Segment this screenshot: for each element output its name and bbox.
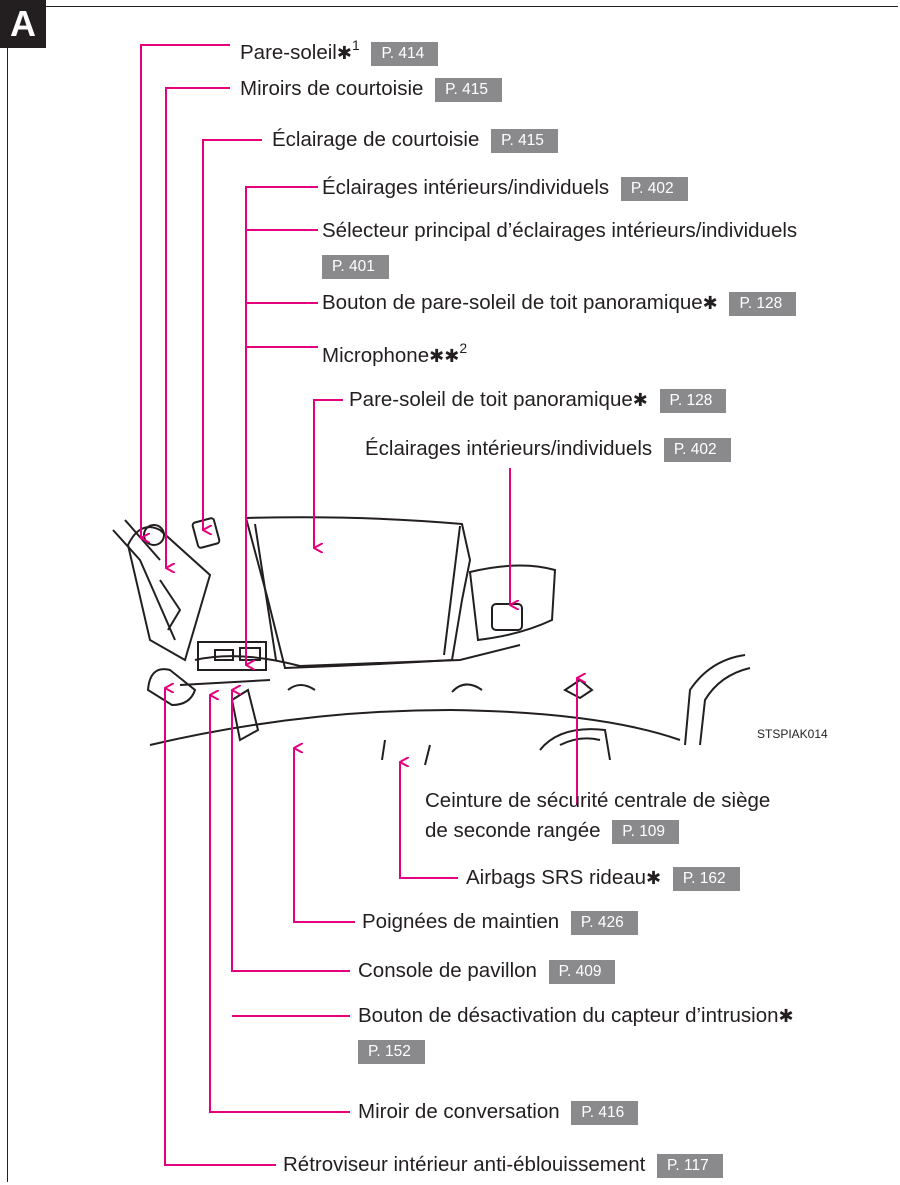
page-ref-intrusion-button[interactable]: P. 152: [358, 1040, 425, 1064]
page-frame: [7, 6, 898, 1182]
leader-console: [231, 690, 350, 972]
page-ref-curtain-airbags[interactable]: P. 162: [672, 867, 740, 891]
label-vanity-lights: Éclairage de courtoisie P. 415: [272, 127, 558, 153]
label-sun-visor: Pare-soleil✱1 P. 414: [240, 32, 439, 66]
page-ref-conversation-mirror[interactable]: P. 416: [571, 1101, 639, 1125]
label-intrusion-button-ref: P. 152: [358, 1038, 425, 1064]
leader-vanity-mirrors: [165, 87, 230, 568]
label-roof-shade-button: Bouton de pare-soleil de toit panoramiqu…: [322, 290, 797, 316]
page-ref-assist-grips[interactable]: P. 426: [570, 911, 638, 935]
label-rearview-mirror: Rétroviseur intérieur anti-éblouissement…: [283, 1152, 723, 1178]
page-ref-center-seatbelt[interactable]: P. 109: [612, 820, 680, 844]
section-badge: A: [0, 0, 46, 48]
leader-roof-shade: [313, 399, 343, 548]
page-ref-overhead-console[interactable]: P. 409: [548, 960, 616, 984]
label-vanity-mirrors: Miroirs de courtoisie P. 415: [240, 76, 502, 102]
leader-grips: [293, 748, 355, 923]
label-interior-lights: Éclairages intérieurs/individuels P. 402: [322, 175, 688, 201]
label-center-seatbelt-line2: de seconde rangée P. 109: [425, 818, 680, 844]
page-ref-sun-visor[interactable]: P. 414: [371, 42, 439, 66]
leader-sun-visor: [140, 44, 230, 538]
page-ref-roof-shade[interactable]: P. 128: [659, 389, 727, 413]
label-main-switch-ref: P. 401: [322, 253, 389, 279]
label-rear-interior-lights: Éclairages intérieurs/individuels P. 402: [365, 436, 731, 462]
illustration-code: STSPIAK014: [757, 727, 828, 741]
leader-conversation: [209, 695, 350, 1113]
label-conversation-mirror: Miroir de conversation P. 416: [358, 1099, 639, 1125]
page-ref-interior-lights[interactable]: P. 402: [620, 177, 688, 201]
page-ref-vanity-lights[interactable]: P. 415: [491, 129, 558, 153]
vehicle-ceiling-drawing: [112, 516, 751, 766]
label-roof-shade: Pare-soleil de toit panoramique✱ P. 128: [349, 387, 727, 413]
label-center-seatbelt: Ceinture de sécurité centrale de siège: [425, 789, 771, 812]
leader-lines: [140, 44, 577, 1166]
leader-vanity-light: [202, 139, 262, 530]
page-ref-roof-shade-button[interactable]: P. 128: [729, 292, 797, 316]
label-main-switch: Sélecteur principal d’éclairages intérie…: [322, 219, 798, 242]
label-overhead-console: Console de pavillon P. 409: [358, 958, 616, 984]
label-microphone: Microphone✱✱2: [322, 340, 468, 367]
page-ref-vanity-mirrors[interactable]: P. 415: [435, 78, 502, 102]
leader-rearview: [164, 688, 276, 1166]
page-ref-rearview-mirror[interactable]: P. 117: [657, 1154, 723, 1178]
leader-interior-lights: [245, 186, 318, 665]
page-ref-rear-interior-lights[interactable]: P. 402: [663, 438, 731, 462]
page-ref-main-switch[interactable]: P. 401: [322, 255, 389, 279]
label-intrusion-button: Bouton de désactivation du capteur d’int…: [358, 1004, 794, 1027]
label-curtain-airbags: Airbags SRS rideau✱ P. 162: [466, 865, 740, 891]
leader-airbags: [399, 762, 458, 879]
label-assist-grips: Poignées de maintien P. 426: [362, 909, 638, 935]
